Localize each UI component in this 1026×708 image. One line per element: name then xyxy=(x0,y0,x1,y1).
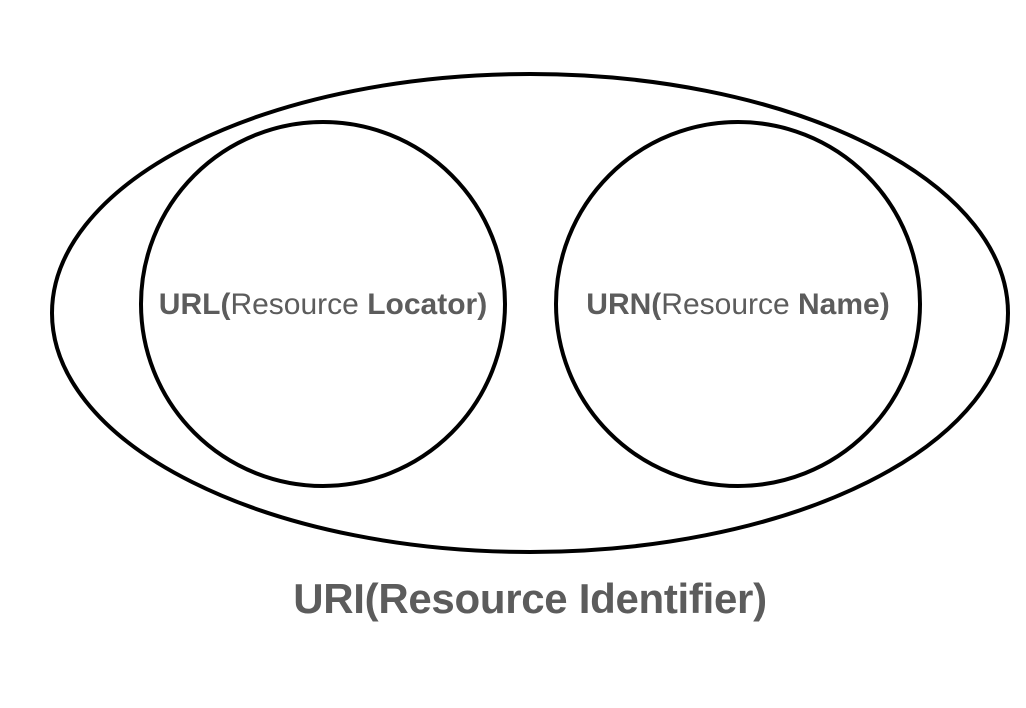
urn-circle[interactable] xyxy=(554,120,922,488)
urn-expansion-suffix: Name) xyxy=(798,288,890,321)
urn-set-label: URN(Resource Name) xyxy=(558,290,918,320)
url-set-label: URL(Resource Locator) xyxy=(143,290,503,320)
url-expansion-prefix: Resource xyxy=(230,288,368,321)
urn-acronym: URN( xyxy=(586,288,662,321)
url-expansion-suffix: Locator) xyxy=(367,288,488,321)
url-acronym: URL( xyxy=(158,288,231,321)
uri-caption: URI(Resource Identifier) xyxy=(293,575,767,622)
url-circle[interactable] xyxy=(139,120,507,488)
urn-expansion-prefix: Resource xyxy=(661,288,799,321)
